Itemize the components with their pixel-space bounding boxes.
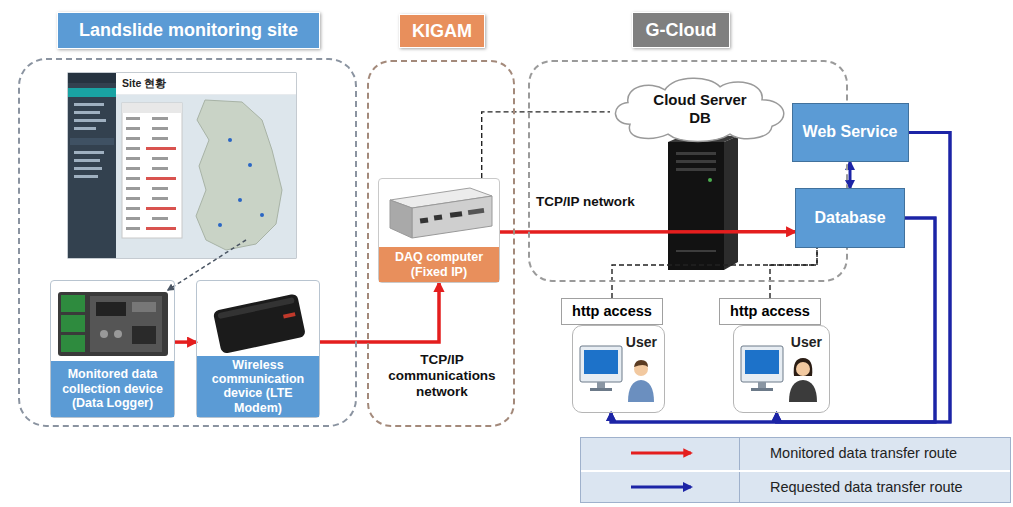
cloud-label: Cloud Server DB bbox=[644, 91, 756, 126]
daq-computer-picture bbox=[390, 188, 492, 238]
access-link bbox=[612, 248, 817, 298]
database-label: Database bbox=[810, 209, 889, 227]
cloud-shape: Cloud Server DB bbox=[610, 75, 790, 142]
data-route-arrow bbox=[611, 133, 950, 423]
data-route-arrow bbox=[175, 340, 196, 344]
region-heading: KIGAM bbox=[399, 14, 485, 48]
cloud-region: Cloud Server DBWeb ServiceDatabaseG-Clou… bbox=[528, 60, 848, 282]
device-box: Monitored data collection device (Data L… bbox=[50, 280, 175, 418]
user-workstation-picture bbox=[580, 346, 654, 402]
site-region: Monitored data collection device (Data L… bbox=[18, 58, 357, 427]
legend-table: Monitored data transfer routeRequested d… bbox=[580, 437, 1011, 503]
computer-box: DAQ computer (Fixed IP) bbox=[378, 178, 500, 283]
device-label: Monitored data collection device (Data L… bbox=[51, 361, 174, 417]
legend-sample bbox=[581, 438, 739, 468]
user-label: User bbox=[791, 334, 822, 350]
site-screenshot bbox=[68, 73, 296, 290]
data-route-arrow bbox=[849, 162, 852, 188]
device-label: DAQ computer (Fixed IP) bbox=[379, 247, 499, 282]
screen-title: Site 현황 bbox=[122, 77, 166, 90]
service-label: Web Service bbox=[799, 123, 902, 141]
user-workstation-picture bbox=[741, 346, 817, 402]
legend-row: Monitored data transfer route bbox=[581, 438, 1010, 470]
region-heading: G-Cloud bbox=[632, 12, 730, 48]
server-tower-picture bbox=[668, 136, 738, 270]
edge-label: TCP/IP network bbox=[534, 194, 637, 210]
edge-label: TCP/IP communications network bbox=[380, 352, 504, 401]
user-box: User bbox=[733, 325, 830, 413]
legend-sample bbox=[581, 472, 739, 502]
access-box: http access bbox=[719, 298, 821, 325]
service-box: Web Service bbox=[792, 103, 909, 162]
device-box: Wireless communication device (LTE Modem… bbox=[196, 280, 320, 418]
access-link bbox=[482, 112, 610, 178]
data-route-arrow bbox=[500, 230, 795, 234]
user-box: User bbox=[572, 325, 665, 413]
access-label: http access bbox=[726, 303, 814, 320]
region-heading: Landslide monitoring site bbox=[57, 12, 320, 49]
data-route-arrow bbox=[320, 283, 439, 342]
user-label: User bbox=[626, 334, 657, 350]
lte-modem-picture bbox=[213, 293, 306, 354]
database-box: Database bbox=[795, 188, 905, 248]
data-logger-picture bbox=[58, 292, 168, 356]
access-label: http access bbox=[568, 303, 656, 320]
device-label: Wireless communication device (LTE Modem… bbox=[197, 356, 319, 418]
data-route-arrow bbox=[777, 133, 950, 423]
access-box: http access bbox=[561, 298, 663, 325]
legend-text: Monitored data transfer route bbox=[739, 438, 1010, 470]
legend-text: Requested data transfer route bbox=[739, 472, 1010, 502]
legend-row: Requested data transfer route bbox=[581, 470, 1010, 502]
access-link bbox=[770, 248, 817, 298]
